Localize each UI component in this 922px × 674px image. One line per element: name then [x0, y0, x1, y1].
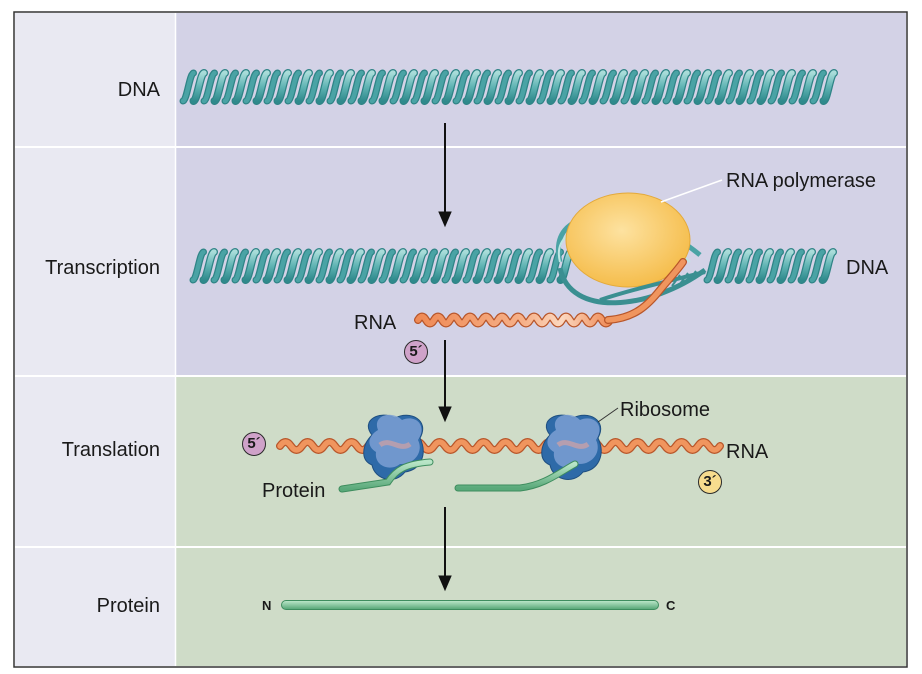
rna-transcription-label: RNA [354, 312, 397, 334]
ribosome-right [541, 414, 602, 480]
rna-translation-strand [276, 438, 724, 454]
row-backgrounds [13, 11, 908, 668]
n-terminus-label: N [262, 598, 272, 613]
stage-label-dna: DNA [117, 79, 160, 101]
band-translation [176, 377, 906, 546]
dna-strand-over-polymerase [599, 270, 706, 302]
rna-transcript [414, 258, 687, 328]
c-terminus-label: C [666, 598, 676, 613]
arrows [438, 123, 452, 592]
stage-label-transcription: Transcription [45, 257, 160, 279]
polymerase-leader-line [660, 179, 723, 203]
dna-helix-transcription [189, 248, 837, 284]
rna-translation-label: RNA [726, 441, 769, 463]
five-prime-badge-transcription: 5´ [404, 340, 428, 364]
nascent-protein-right [454, 460, 579, 492]
ribosome-label: Ribosome [620, 399, 711, 421]
dna-helix-top [179, 69, 838, 105]
dna-right-label: DNA [846, 257, 889, 279]
five-prime-badge-translation: 5´ [242, 432, 266, 456]
protein-chain-label: Protein [262, 480, 326, 502]
protein-chain [281, 600, 659, 610]
rna-polymerase-label: RNA polymerase [726, 170, 877, 192]
ribosome-leader-line [597, 407, 619, 423]
rna-polymerase [565, 192, 691, 288]
stage-label-translation: Translation [61, 439, 160, 461]
nascent-protein-left [338, 458, 434, 493]
label-column [15, 13, 175, 666]
three-prime-badge-translation: 3´ [698, 470, 722, 494]
stage-label-protein: Protein [96, 595, 160, 617]
